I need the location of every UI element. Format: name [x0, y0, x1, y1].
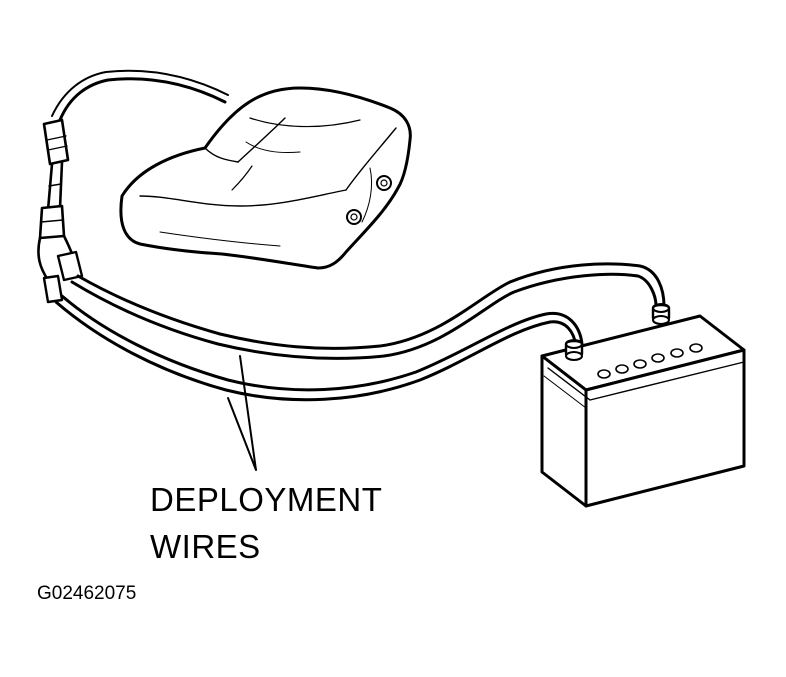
callout-label-line-2: WIRES: [150, 528, 261, 565]
battery-terminal-left: [564, 339, 584, 361]
figure-code: G02462075: [37, 583, 137, 604]
callout-label-line-1: DEPLOYMENT: [150, 481, 383, 518]
battery-terminal-right: [651, 303, 671, 325]
battery: [540, 303, 746, 508]
connector: [37, 69, 229, 304]
airbag-module: [119, 86, 412, 270]
deployment-wires: [54, 262, 666, 471]
